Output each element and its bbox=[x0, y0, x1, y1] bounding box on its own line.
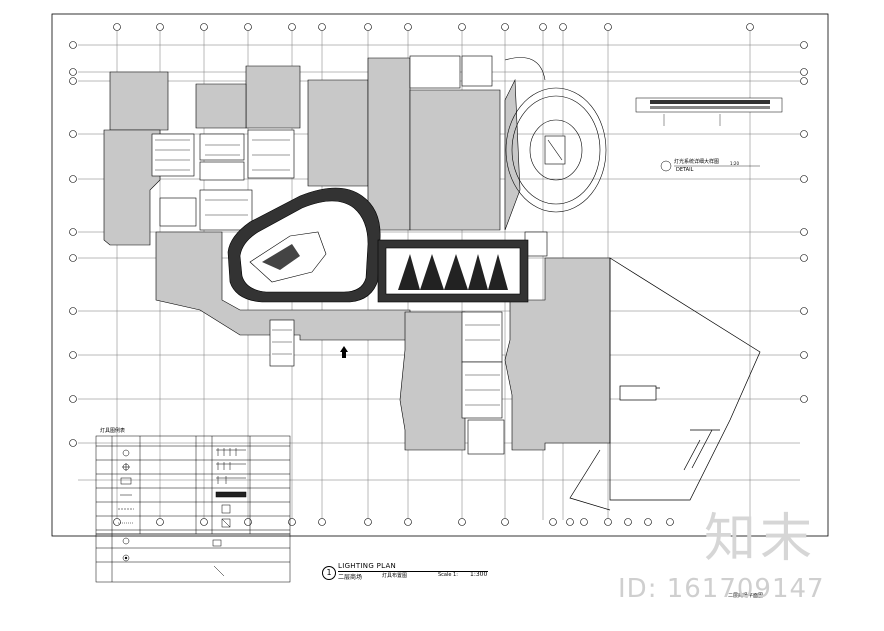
title-number: 1 bbox=[322, 566, 336, 580]
scale-label: Scale 1: bbox=[438, 572, 458, 578]
core-hatching bbox=[155, 139, 500, 406]
floor-plate bbox=[103, 57, 611, 451]
detail-callout bbox=[635, 97, 783, 172]
legend-symbols bbox=[118, 448, 247, 528]
watermark-brand: 知末 bbox=[703, 509, 816, 569]
title-block: 1 LIGHTING PLAN 二层商场 灯具布置图 Scale 1: 1:30… bbox=[322, 562, 492, 588]
detail-title: 灯光系统详细大样图 bbox=[674, 159, 720, 165]
oval-stage bbox=[504, 57, 607, 213]
atrium-void bbox=[227, 187, 381, 303]
linear-void bbox=[377, 239, 529, 303]
title-chinese: 二层商场 bbox=[338, 574, 363, 581]
east-wing bbox=[569, 257, 761, 511]
detail-subtitle: DETAIL bbox=[676, 167, 694, 173]
title-underline bbox=[338, 571, 488, 572]
footer-note: 二层商场平面图 bbox=[728, 593, 764, 599]
entrance-arrow-icon bbox=[340, 346, 348, 358]
legend-lower-rows bbox=[95, 533, 291, 583]
legend-table bbox=[95, 435, 291, 535]
sheet-border bbox=[51, 13, 829, 537]
title-english: LIGHTING PLAN bbox=[338, 562, 397, 570]
detail-scale: 1:20 bbox=[730, 161, 739, 166]
watermark-id: ID: 161709147 bbox=[618, 574, 825, 604]
scale-value: 1:300 bbox=[470, 571, 488, 578]
title-subtitle: 灯具布置图 bbox=[382, 573, 408, 579]
legend-title: 灯具图例表 bbox=[100, 428, 126, 434]
